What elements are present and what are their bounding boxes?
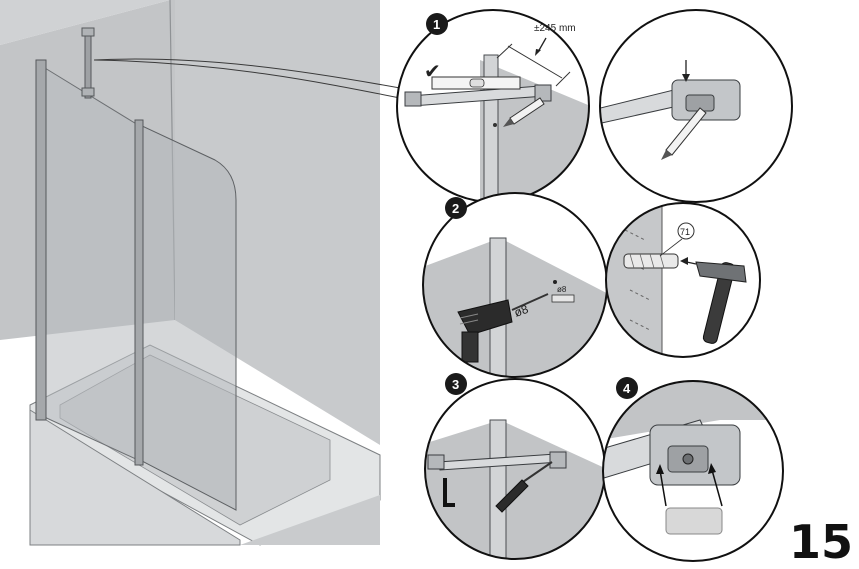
step-badge: 4 [616, 377, 638, 399]
drill-icon [457, 293, 549, 363]
svg-text:4: 4 [623, 381, 631, 396]
hinged-glass-panel [139, 124, 237, 511]
step-2-detail-drill: ø8 ø8 [422, 192, 608, 378]
hex-key-icon [443, 478, 455, 507]
pencil-icon [503, 97, 545, 127]
step-badge: 2 [445, 197, 467, 219]
step-badge: 3 [445, 373, 467, 395]
bit-diameter-label: ø8 [557, 285, 567, 294]
check-icon: ✔ [424, 61, 441, 83]
step-1-detail-level: ✔ [396, 9, 590, 203]
page-number: 15 [788, 515, 853, 569]
screwdriver-icon [495, 461, 553, 513]
hammer-icon [695, 261, 747, 344]
svg-text:2: 2 [452, 201, 459, 216]
step-badge: 1 [426, 13, 448, 35]
wall-profile [35, 59, 47, 421]
hinge-profile [134, 119, 144, 466]
svg-text:3: 3 [452, 377, 459, 392]
dimension-label: ±245 mm [534, 23, 576, 34]
wall-section [606, 203, 662, 357]
level-icon [431, 76, 521, 90]
svg-text:1: 1 [433, 17, 440, 32]
fixed-glass-panel [39, 64, 139, 461]
ceiling-edge [0, 0, 170, 45]
pencil-icon [661, 107, 707, 160]
step-1-detail-marking [599, 9, 793, 203]
bath-screen-scene [0, 0, 381, 546]
drill-diameter-label: ø8 [512, 302, 530, 320]
drill-bit-icon [551, 294, 575, 303]
cover-cap [665, 507, 723, 535]
step-4-detail-cover [602, 380, 784, 562]
wall-plug-icon [623, 253, 679, 269]
part-callout-number: 71 [680, 227, 690, 237]
step-3-detail-fixing [424, 378, 606, 560]
step-2-detail-plug: 71 [605, 202, 761, 358]
